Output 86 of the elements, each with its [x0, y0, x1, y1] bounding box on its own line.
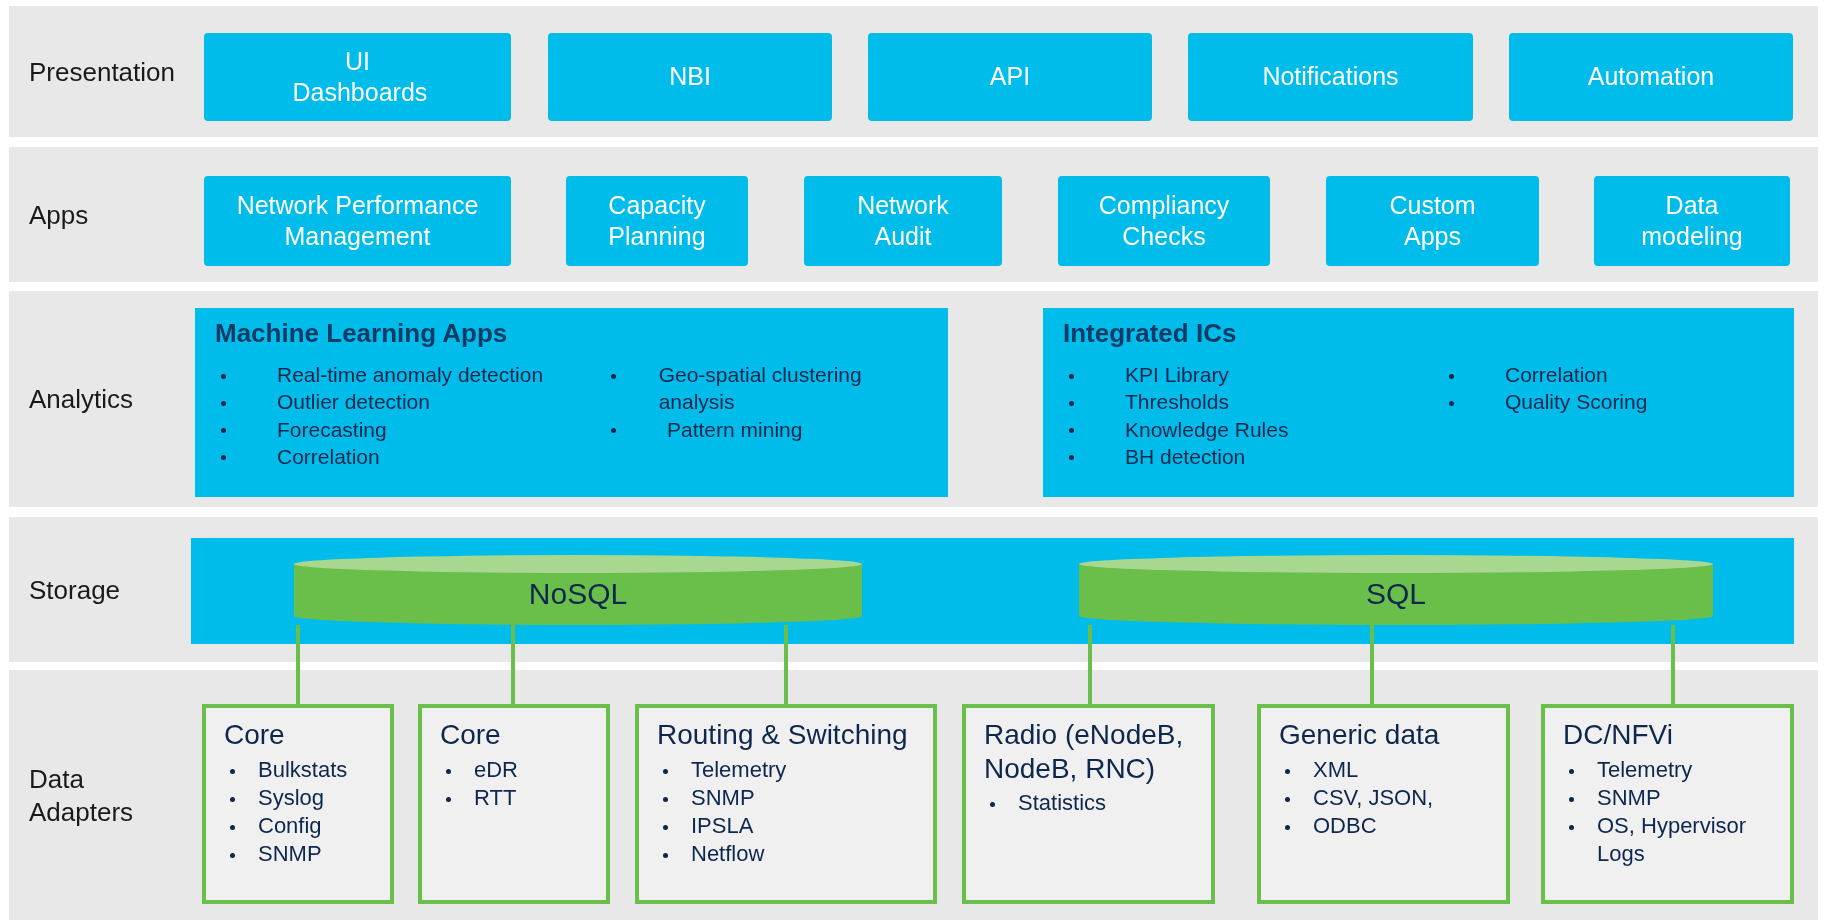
component-label: Capacity Planning: [607, 189, 707, 252]
bullet-item: Statistics: [984, 789, 1107, 818]
bullet-item: Knowledge Rules: [1063, 415, 1423, 443]
connector-line: [296, 625, 300, 704]
component-label: Custom Apps: [1388, 189, 1477, 252]
bullet-item: Outlier detection: [215, 388, 585, 416]
box-heading: Integrated ICs: [1063, 318, 1238, 349]
database-cylinder: [1079, 555, 1713, 625]
layer-label: Analytics: [29, 382, 135, 416]
connector-line: [1370, 625, 1374, 704]
box-heading: Generic data: [1279, 718, 1441, 752]
layer-label: Storage: [29, 573, 122, 606]
bullet-item: Correlation: [215, 442, 585, 471]
bullet-item: Forecasting: [215, 415, 585, 443]
bullet-item: eDR: [440, 755, 518, 784]
adapter-box: [962, 704, 1215, 904]
bullet-item: RTT: [440, 783, 518, 812]
bullet-item: OS, Hypervisor Logs: [1563, 811, 1772, 869]
box-heading: Machine Learning Apps: [215, 318, 509, 349]
layer-band: [9, 6, 1818, 137]
component-box: [204, 33, 511, 121]
component-box: [868, 33, 1152, 121]
database-label: NoSQL: [528, 577, 628, 611]
layer-label: Presentation: [29, 55, 176, 88]
bullet-item: Telemetry: [1563, 755, 1772, 784]
bullet-item: Correlation: [1443, 361, 1743, 389]
layer-band: [9, 147, 1818, 282]
bullet-item: SNMP: [657, 783, 787, 812]
layer-band: [9, 291, 1818, 507]
component-box: [548, 33, 832, 121]
adapter-box: [202, 704, 394, 904]
database-cylinder: [294, 555, 862, 625]
component-box: [566, 176, 748, 266]
bullet-item: CSV, JSON,: [1279, 783, 1434, 812]
box-heading: DC/NFVi: [1563, 718, 1674, 752]
bullet-item: Telemetry: [657, 755, 787, 784]
bullet-item: ODBC: [1279, 811, 1434, 841]
box-heading: Core: [224, 718, 286, 752]
bullet-item: Syslog: [224, 783, 348, 812]
adapter-box: [1541, 704, 1794, 904]
layer-band: [9, 517, 1818, 662]
component-box: [1594, 176, 1790, 266]
component-label: Network Performance Management: [235, 189, 480, 252]
connector-line: [1671, 625, 1675, 704]
bullet-item: Bulkstats: [224, 755, 348, 784]
analytics-panel: [1043, 308, 1794, 497]
component-label: Data modeling: [1640, 189, 1744, 252]
bullet-item: SNMP: [224, 840, 348, 869]
component-box: [204, 176, 511, 266]
bullet-item: Netflow: [657, 840, 787, 869]
bullet-item: KPI Library: [1063, 361, 1423, 389]
database-label: SQL: [1366, 577, 1426, 611]
connector-line: [511, 625, 515, 704]
component-box: [1509, 33, 1793, 121]
box-heading: Radio (eNodeB, NodeB, RNC): [984, 718, 1185, 786]
component-label: Notifications: [1262, 61, 1399, 93]
bullet-item: XML: [1279, 755, 1434, 784]
adapter-box: [635, 704, 937, 904]
component-box: [1326, 176, 1539, 266]
connector-line: [1088, 625, 1092, 704]
component-label: API: [989, 61, 1031, 93]
layer-band: [9, 670, 1818, 920]
bullet-item: Config: [224, 811, 348, 841]
component-label: Automation: [1587, 61, 1715, 93]
bullet-item: Geo-spatial clustering analysis: [605, 361, 905, 416]
bullet-item: Pattern mining: [605, 415, 905, 443]
adapter-box: [418, 704, 610, 904]
component-label: Compliancy Checks: [1097, 189, 1231, 252]
component-label: Network Audit: [856, 189, 950, 252]
bullet-item: Quality Scoring: [1443, 388, 1743, 416]
bullet-item: SNMP: [1563, 783, 1772, 812]
layer-label: Data Adapters: [29, 762, 135, 828]
component-box: [1188, 33, 1473, 121]
component-box: [804, 176, 1002, 266]
bullet-item: Real-time anomaly detection: [215, 361, 585, 389]
box-heading: Routing & Switching: [657, 718, 909, 752]
layer-label: Apps: [29, 198, 90, 231]
component-box: [1058, 176, 1270, 266]
bullet-item: Thresholds: [1063, 388, 1423, 416]
analytics-panel: [195, 308, 948, 497]
bullet-item: BH detection: [1063, 442, 1423, 471]
bullet-item: IPSLA: [657, 811, 787, 841]
connector-line: [784, 625, 788, 704]
adapter-box: [1257, 704, 1510, 904]
component-label: NBI: [669, 61, 711, 93]
box-heading: Core: [440, 718, 502, 752]
